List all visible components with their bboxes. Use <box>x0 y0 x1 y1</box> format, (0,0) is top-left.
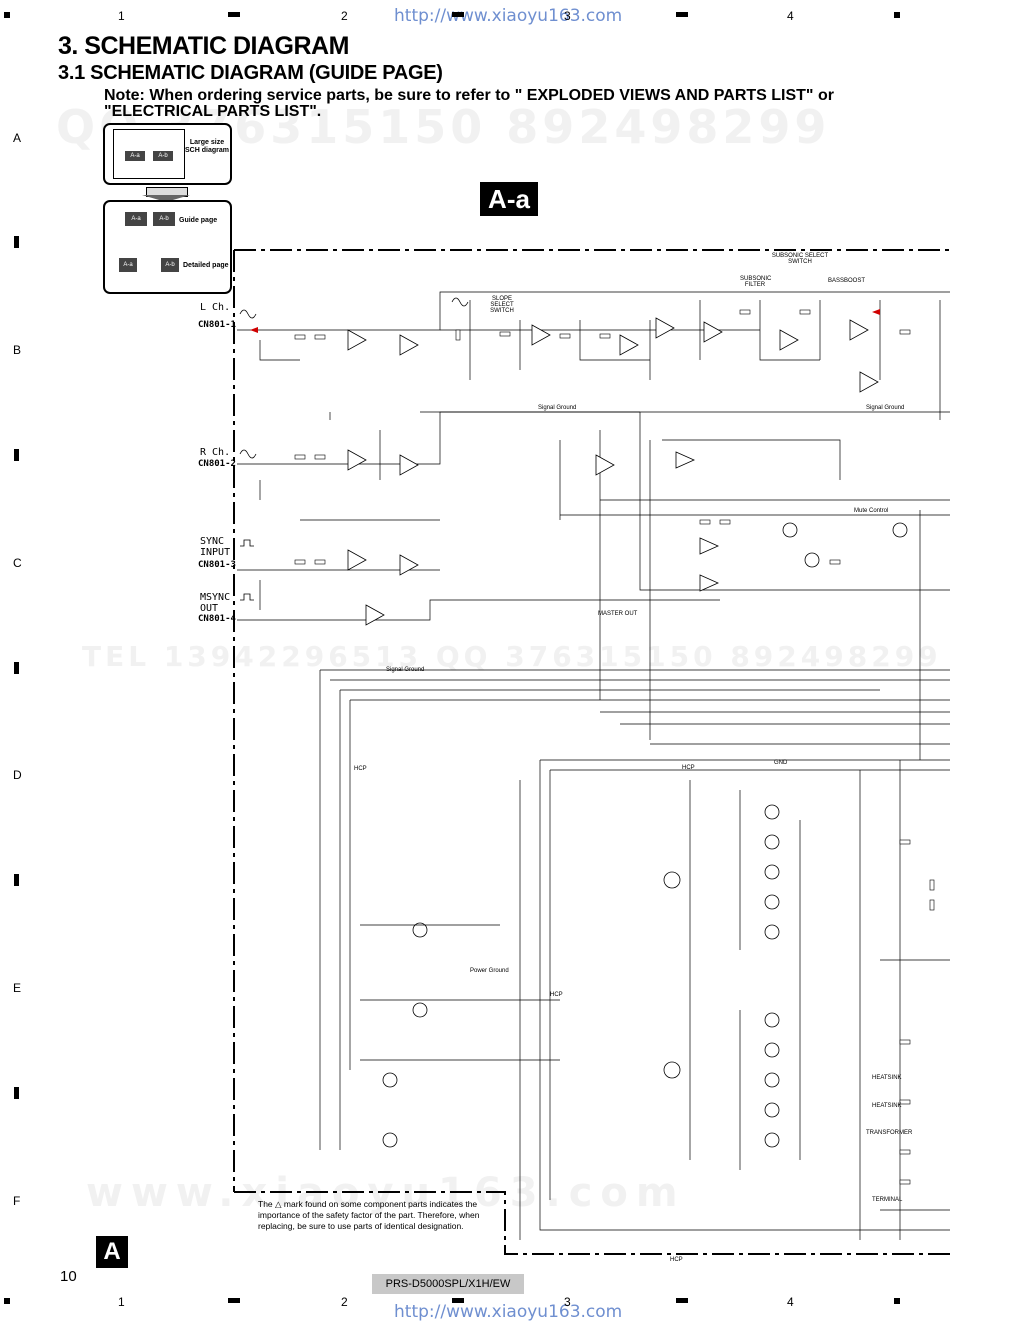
tile-ab: A-b <box>153 151 173 161</box>
grid-row-b: B <box>13 343 22 357</box>
grid-row-c: C <box>13 556 22 570</box>
grid-row-f: F <box>13 1194 21 1208</box>
guide-tile-aa: A-a <box>125 212 147 226</box>
grid-col-4-bottom: 4 <box>787 1295 794 1309</box>
cn801-4-label: CN801-4 <box>198 614 236 624</box>
grid-col-1: 1 <box>118 9 125 23</box>
watermark-tel: TEL 13942296513 QQ 376315150 892498299 <box>82 640 942 673</box>
terminal-label: TERMINAL <box>872 1197 903 1203</box>
grid-tick <box>14 1087 19 1099</box>
tile-aa: A-a <box>125 151 145 161</box>
hcp-label-2: HCP <box>682 765 695 771</box>
guide-page-box: A-a A-b Guide page A-a A-b Detailed page <box>103 200 232 294</box>
registration-mark <box>894 12 900 18</box>
grid-tick <box>228 1298 240 1303</box>
hcp-label-1: HCP <box>354 766 367 772</box>
registration-mark <box>894 1298 900 1304</box>
signal-ground-label-2: Signal Ground <box>866 405 905 411</box>
power-ground-label: Power Ground <box>470 968 509 974</box>
hcp-label-4: HCP <box>670 1257 683 1263</box>
detail-tile-aa: A-a <box>119 258 137 272</box>
grid-tick <box>676 12 688 17</box>
grid-col-3: 3 <box>564 9 571 23</box>
grid-tick <box>228 12 240 17</box>
cn801-3-label: CN801-3 <box>198 560 236 570</box>
mute-control-label: Mute Control <box>854 508 889 514</box>
subsonic-filter-label: SUBSONIC FILTER <box>740 276 772 288</box>
transformer-label: TRANSFORMER <box>866 1130 913 1136</box>
sync-input-label: SYNC INPUT <box>200 536 231 558</box>
model-number: PRS-D5000SPL/X1H/EW <box>372 1274 524 1294</box>
large-size-guide-box: A-a A-b Large size SCH diagram <box>103 123 232 185</box>
page-subtitle: 3.1 SCHEMATIC DIAGRAM (GUIDE PAGE) <box>58 62 443 84</box>
ordering-note: Note: When ordering service parts, be su… <box>104 87 834 120</box>
cn801-2-label: CN801-2 <box>198 459 236 469</box>
detailed-page-label: Detailed page <box>183 262 229 269</box>
grid-row-a: A <box>13 131 22 145</box>
master-out-label: MASTER OUT <box>598 611 638 617</box>
page-badge: A <box>96 1236 128 1268</box>
large-size-label: Large size SCH diagram <box>185 139 229 154</box>
grid-tick <box>14 449 19 461</box>
slope-select-label: SLOPE SELECT SWITCH <box>490 296 514 314</box>
signal-ground-label-3: Signal Ground <box>386 667 425 673</box>
grid-row-d: D <box>13 768 22 782</box>
registration-mark <box>4 1298 10 1304</box>
grid-col-4: 4 <box>787 9 794 23</box>
page-title: 3. SCHEMATIC DIAGRAM <box>58 32 349 60</box>
grid-col-1-bottom: 1 <box>118 1295 125 1309</box>
grid-tick <box>14 662 19 674</box>
footer-url[interactable]: http://www.xiaoyu163.com <box>394 1302 623 1322</box>
grid-row-e: E <box>13 981 22 995</box>
section-badge: A-a <box>480 182 538 216</box>
grid-tick <box>452 1298 464 1303</box>
grid-col-2-bottom: 2 <box>341 1295 348 1309</box>
registration-mark <box>4 12 10 18</box>
msync-out-label: MSYNC OUT <box>200 592 231 614</box>
grid-tick <box>14 874 19 886</box>
page-number: 10 <box>60 1268 77 1285</box>
heatsink-label-2: HEATSINK <box>872 1075 902 1081</box>
grid-col-2: 2 <box>341 9 348 23</box>
grid-tick <box>676 1298 688 1303</box>
subsonic-select-label: SUBSONIC SELECT SWITCH <box>771 253 829 265</box>
l-ch-label: L Ch. <box>200 302 231 313</box>
gnd-label: GND <box>774 760 788 766</box>
bassboost-label: BASSBOOST <box>828 278 866 284</box>
r-ch-label: R Ch. <box>200 447 231 458</box>
detail-tile-ab: A-b <box>161 258 179 272</box>
heatsink-label-1: HEATSINK <box>872 1103 902 1109</box>
signal-ground-label-1: Signal Ground <box>538 405 577 411</box>
grid-col-3-bottom: 3 <box>564 1295 571 1309</box>
safety-note: The △ mark found on some component parts… <box>258 1199 480 1231</box>
hcp-label-3: HCP <box>550 992 563 998</box>
cn801-1-label: CN801-1 <box>198 320 236 330</box>
guide-page-label: Guide page <box>179 217 218 224</box>
grid-tick <box>452 12 464 17</box>
guide-arrow-head <box>142 195 190 202</box>
grid-tick <box>14 236 19 248</box>
guide-tile-ab: A-b <box>153 212 175 226</box>
header-url[interactable]: http://www.xiaoyu163.com <box>394 6 623 26</box>
